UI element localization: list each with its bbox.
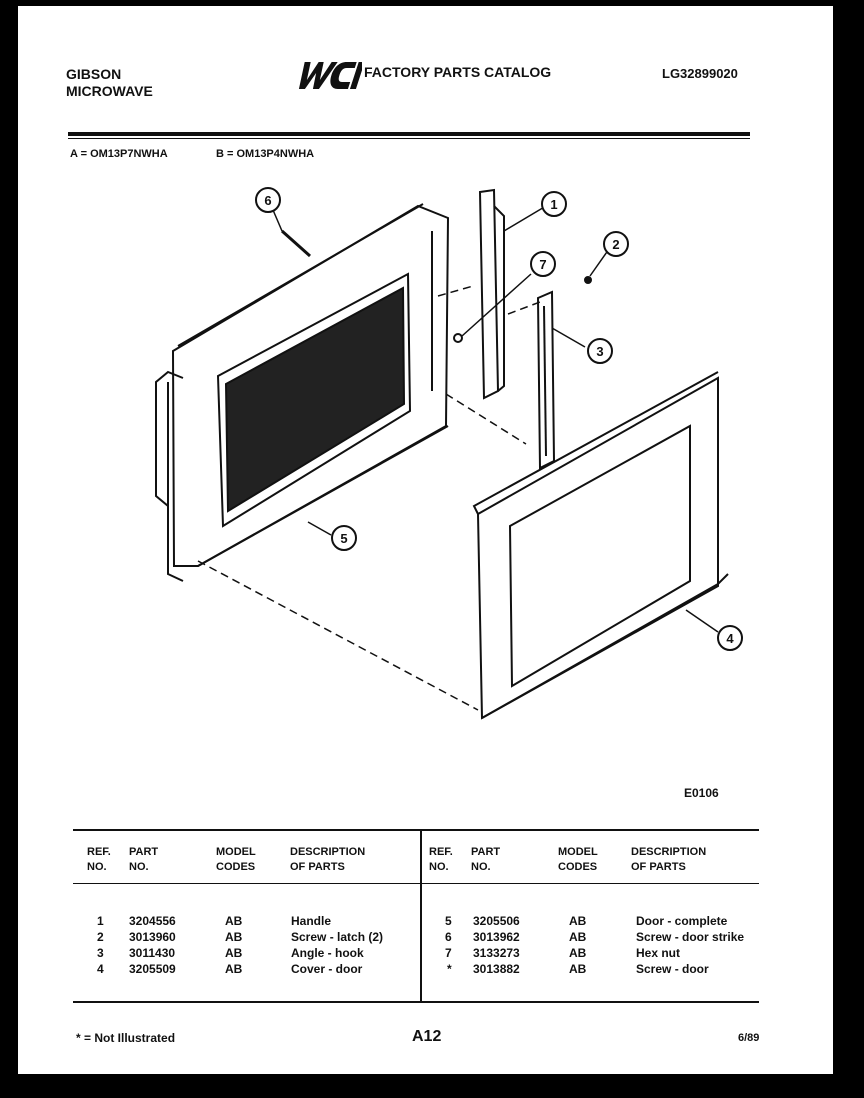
hex-nut-part <box>453 333 463 343</box>
callout-6: 6 <box>264 193 271 208</box>
hinge-bracket <box>155 370 184 582</box>
door-screen <box>224 286 406 513</box>
header-ref-no-right: REF.NO. <box>429 846 453 873</box>
model-b: B = OM13P4NWHA <box>216 148 315 160</box>
latch-strip <box>478 188 500 400</box>
header-rule-thick <box>68 132 750 136</box>
page-number: A12 <box>412 1028 442 1045</box>
brand-block: GIBSON MICROWAVE <box>66 66 153 100</box>
door-window-frame <box>216 272 412 528</box>
header-rule-thin <box>68 138 750 139</box>
exploded-diagram: 6 1 2 7 3 5 4 <box>155 187 743 720</box>
callout-3: 3 <box>596 344 603 359</box>
diagram-code: E0106 <box>684 786 719 800</box>
wci-logo <box>298 62 362 89</box>
catalog-title: FACTORY PARTS CATALOG <box>364 64 552 80</box>
callout-2: 2 <box>612 237 619 252</box>
model-a: A = OM13P7NWHA <box>70 148 168 160</box>
callout-1: 1 <box>550 197 557 212</box>
callout-7: 7 <box>539 257 546 272</box>
callout-5: 5 <box>340 531 347 546</box>
door-cover-window <box>508 424 691 688</box>
header-ref-no-left: REF.NO. <box>87 846 111 873</box>
catalog-page: GIBSON MICROWAVE FACTORY PARTS CATALOG L… <box>18 6 833 1074</box>
product-type: MICROWAVE <box>66 83 153 99</box>
catalog-date: 6/89 <box>738 1032 760 1044</box>
door-cover <box>476 376 719 720</box>
handle-part <box>281 229 311 258</box>
catalog-number: LG32899020 <box>662 66 738 81</box>
callout-4: 4 <box>726 631 734 646</box>
screw-part <box>584 276 592 284</box>
brand-name: GIBSON <box>66 66 122 82</box>
not-illustrated-note: * = Not Illustrated <box>76 1031 176 1045</box>
